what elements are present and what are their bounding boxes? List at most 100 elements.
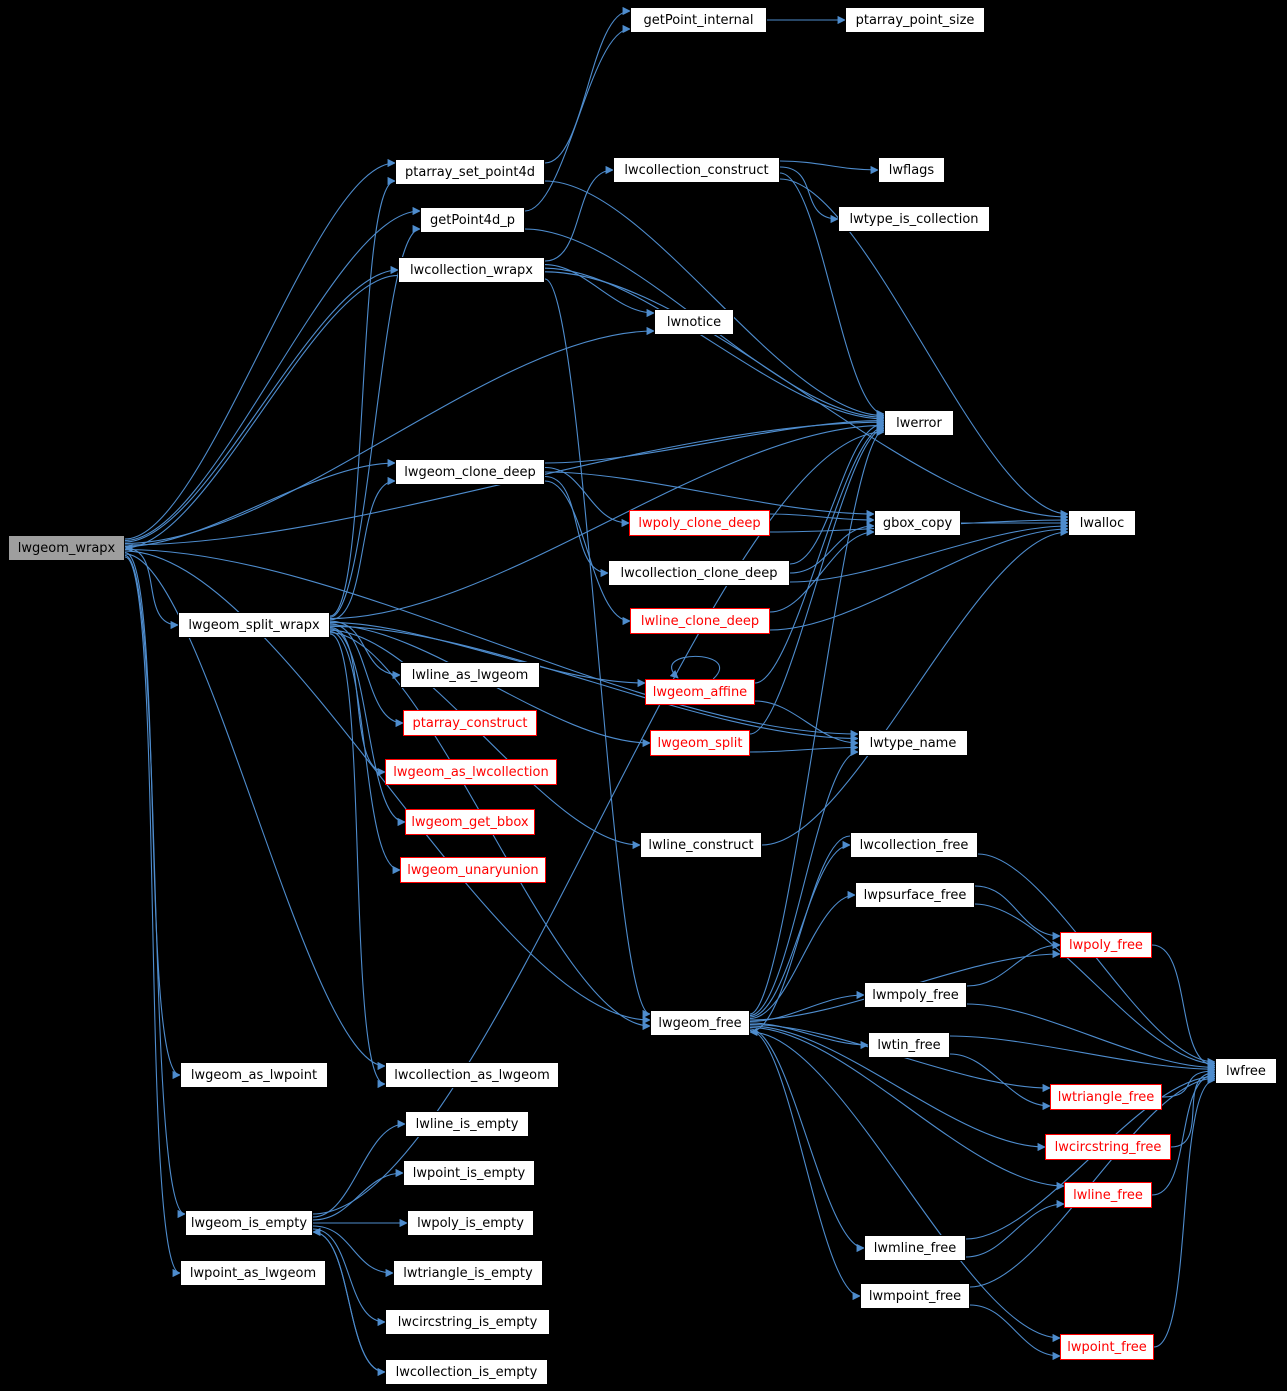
node-lwtriangle_is_empty[interactable]: lwtriangle_is_empty <box>393 1260 543 1286</box>
node-lwtriangle_free[interactable]: lwtriangle_free <box>1050 1084 1162 1110</box>
node-lwgeom_as_lwcollection[interactable]: lwgeom_as_lwcollection <box>385 759 557 785</box>
node-lwflags[interactable]: lwflags <box>878 157 945 183</box>
node-lwpoint_is_empty[interactable]: lwpoint_is_empty <box>403 1160 535 1186</box>
node-lwgeom_clone_deep[interactable]: lwgeom_clone_deep <box>395 459 545 485</box>
node-lwmline_free[interactable]: lwmline_free <box>864 1235 966 1261</box>
node-lwtype_is_collection[interactable]: lwtype_is_collection <box>838 206 990 232</box>
node-label: lwcollection_is_empty <box>395 1364 538 1380</box>
node-lwgeom_split[interactable]: lwgeom_split <box>650 730 750 756</box>
node-lwcollection_is_empty[interactable]: lwcollection_is_empty <box>385 1359 548 1385</box>
node-lwgeom_wrapx[interactable]: lwgeom_wrapx <box>8 535 125 561</box>
node-lwline_as_lwgeom[interactable]: lwline_as_lwgeom <box>400 662 540 688</box>
node-lwpoint_as_lwgeom[interactable]: lwpoint_as_lwgeom <box>180 1260 326 1286</box>
node-lwgeom_unaryunion[interactable]: lwgeom_unaryunion <box>400 857 546 883</box>
node-lwmpoint_free[interactable]: lwmpoint_free <box>860 1283 970 1309</box>
node-lwpoly_free[interactable]: lwpoly_free <box>1060 932 1152 958</box>
edge-lwgeom_free-lwmline_free <box>749 1028 865 1253</box>
node-label: lwfree <box>1226 1063 1266 1079</box>
edge-lwcollection_wrapx-lwnotice <box>544 264 655 318</box>
node-lwgeom_get_bbox[interactable]: lwgeom_get_bbox <box>405 809 535 835</box>
edge-lwgeom_free-lwcircstring_free <box>749 1025 1046 1152</box>
node-lwgeom_as_lwpoint[interactable]: lwgeom_as_lwpoint <box>180 1062 328 1088</box>
node-label: lwpoint_is_empty <box>412 1165 526 1181</box>
edge-lwline_clone_deep-lwalloc <box>769 524 1069 631</box>
node-label: lwcollection_as_lwgeom <box>394 1067 550 1083</box>
node-label: lwgeom_as_lwpoint <box>190 1067 318 1083</box>
edge-lwgeom_split_wrapx-lwcollection_as_lwgeom <box>329 633 386 1089</box>
edge-lwgeom_wrapx-lwgeom_split_wrapx <box>124 547 179 630</box>
edge-lwpoint_free-lwfree <box>1153 1075 1216 1348</box>
node-lwalloc[interactable]: lwalloc <box>1068 510 1136 536</box>
edge-lwpsurface_free-lwpoly_free <box>974 885 1061 941</box>
edge-lwcollection_wrapx-lwcollection_construct <box>544 165 614 262</box>
node-ptarray_point_size[interactable]: ptarray_point_size <box>845 7 985 33</box>
node-lwcollection_construct[interactable]: lwcollection_construct <box>613 157 780 183</box>
edge-lwgeom_split_wrapx-lwerror <box>329 421 885 620</box>
node-label: lwline_clone_deep <box>640 613 760 629</box>
node-lwline_clone_deep[interactable]: lwline_clone_deep <box>630 608 770 634</box>
node-label: lwcircstring_free <box>1054 1139 1162 1155</box>
edge-lwgeom_free-lwmpoly_free <box>749 990 865 1023</box>
node-lwmpoly_free[interactable]: lwmpoly_free <box>864 982 967 1008</box>
node-label: lwgeom_split_wrapx <box>188 617 320 633</box>
node-label: lwalloc <box>1079 515 1125 531</box>
node-lwgeom_split_wrapx[interactable]: lwgeom_split_wrapx <box>178 612 330 638</box>
node-label: lwcollection_free <box>859 837 969 853</box>
edge-lwcollection_clone_deep-lwalloc <box>789 521 1069 583</box>
edge-lwcollection_wrapx-lwerror <box>544 267 885 424</box>
node-label: lwgeom_is_empty <box>190 1215 308 1231</box>
edge-lwgeom_split_wrapx-lwgeom_unaryunion <box>329 630 401 875</box>
node-label: lwtype_is_collection <box>849 211 979 227</box>
node-lwgeom_is_empty[interactable]: lwgeom_is_empty <box>185 1210 313 1236</box>
node-lwline_is_empty[interactable]: lwline_is_empty <box>405 1111 529 1137</box>
edge-lwcollection_clone_deep-gbox_copy <box>789 521 875 574</box>
node-lwfree[interactable]: lwfree <box>1215 1058 1277 1084</box>
node-getPoint_internal[interactable]: getPoint_internal <box>630 7 767 33</box>
node-label: lwpoly_is_empty <box>417 1215 524 1231</box>
node-gbox_copy[interactable]: gbox_copy <box>874 510 961 536</box>
node-lwgeom_affine[interactable]: lwgeom_affine <box>645 679 755 705</box>
edge-lwcollection_wrapx-lwalloc <box>544 271 1069 522</box>
edge-lwgeom_split_wrapx-lwgeom_affine <box>329 621 646 688</box>
node-lwcollection_clone_deep[interactable]: lwcollection_clone_deep <box>608 560 790 586</box>
node-lwcollection_as_lwgeom[interactable]: lwcollection_as_lwgeom <box>385 1062 559 1088</box>
node-lwerror[interactable]: lwerror <box>884 410 954 436</box>
edge-lwgeom_clone_deep-lwcollection_clone_deep <box>544 475 609 578</box>
node-lwtin_free[interactable]: lwtin_free <box>868 1032 950 1058</box>
node-lwcircstring_is_empty[interactable]: lwcircstring_is_empty <box>385 1309 550 1335</box>
node-label: lwgeom_affine <box>652 684 748 700</box>
edge-lwgeom_wrapx-lwnotice <box>124 326 655 545</box>
edge-lwgeom_affine-lwgeom_affine <box>669 655 721 680</box>
node-lwgeom_free[interactable]: lwgeom_free <box>650 1010 750 1036</box>
node-lwline_free[interactable]: lwline_free <box>1064 1182 1152 1208</box>
node-label: getPoint_internal <box>643 12 754 28</box>
edge-lwcollection_construct-lwtype_is_collection <box>779 166 839 224</box>
edge-lwtriangle_free-lwfree <box>1161 1066 1216 1098</box>
node-lwnotice[interactable]: lwnotice <box>654 309 734 335</box>
node-lwpoint_free[interactable]: lwpoint_free <box>1060 1334 1154 1360</box>
edge-lwgeom_wrapx-lwcollection_wrapx <box>124 265 399 543</box>
node-ptarray_construct[interactable]: ptarray_construct <box>403 710 537 736</box>
node-lwcircstring_free[interactable]: lwcircstring_free <box>1045 1134 1171 1160</box>
node-label: lwgeom_wrapx <box>17 540 116 556</box>
node-lwpoly_is_empty[interactable]: lwpoly_is_empty <box>407 1210 534 1236</box>
node-ptarray_set_point4d[interactable]: ptarray_set_point4d <box>395 159 545 185</box>
edge-lwline_free-lwfree <box>1151 1070 1216 1196</box>
node-lwpoly_clone_deep[interactable]: lwpoly_clone_deep <box>629 510 770 536</box>
node-lwtype_name[interactable]: lwtype_name <box>858 730 968 756</box>
edge-lwgeom_affine-lwerror <box>754 423 885 684</box>
node-getPoint4d_p[interactable]: getPoint4d_p <box>420 207 525 233</box>
edge-lwgeom_split_wrapx-lwgeom_clone_deep <box>329 476 396 621</box>
edge-lwcollection_construct-lwflags <box>779 160 879 175</box>
edge-lwline_construct-lwalloc <box>761 527 1069 846</box>
node-lwline_construct[interactable]: lwline_construct <box>640 832 762 858</box>
node-lwpsurface_free[interactable]: lwpsurface_free <box>855 882 975 908</box>
node-label: lwmpoint_free <box>868 1288 962 1304</box>
edge-lwgeom_split_wrapx-ptarray_construct <box>329 623 404 728</box>
node-lwcollection_free[interactable]: lwcollection_free <box>850 832 978 858</box>
node-lwcollection_wrapx[interactable]: lwcollection_wrapx <box>398 257 545 283</box>
edge-ptarray_set_point4d-lwerror <box>544 180 885 420</box>
edge-lwgeom_split-lwerror <box>749 424 885 735</box>
node-label: lwgeom_free <box>658 1015 742 1031</box>
edge-lwgeom_free-lwpsurface_free <box>749 890 856 1020</box>
